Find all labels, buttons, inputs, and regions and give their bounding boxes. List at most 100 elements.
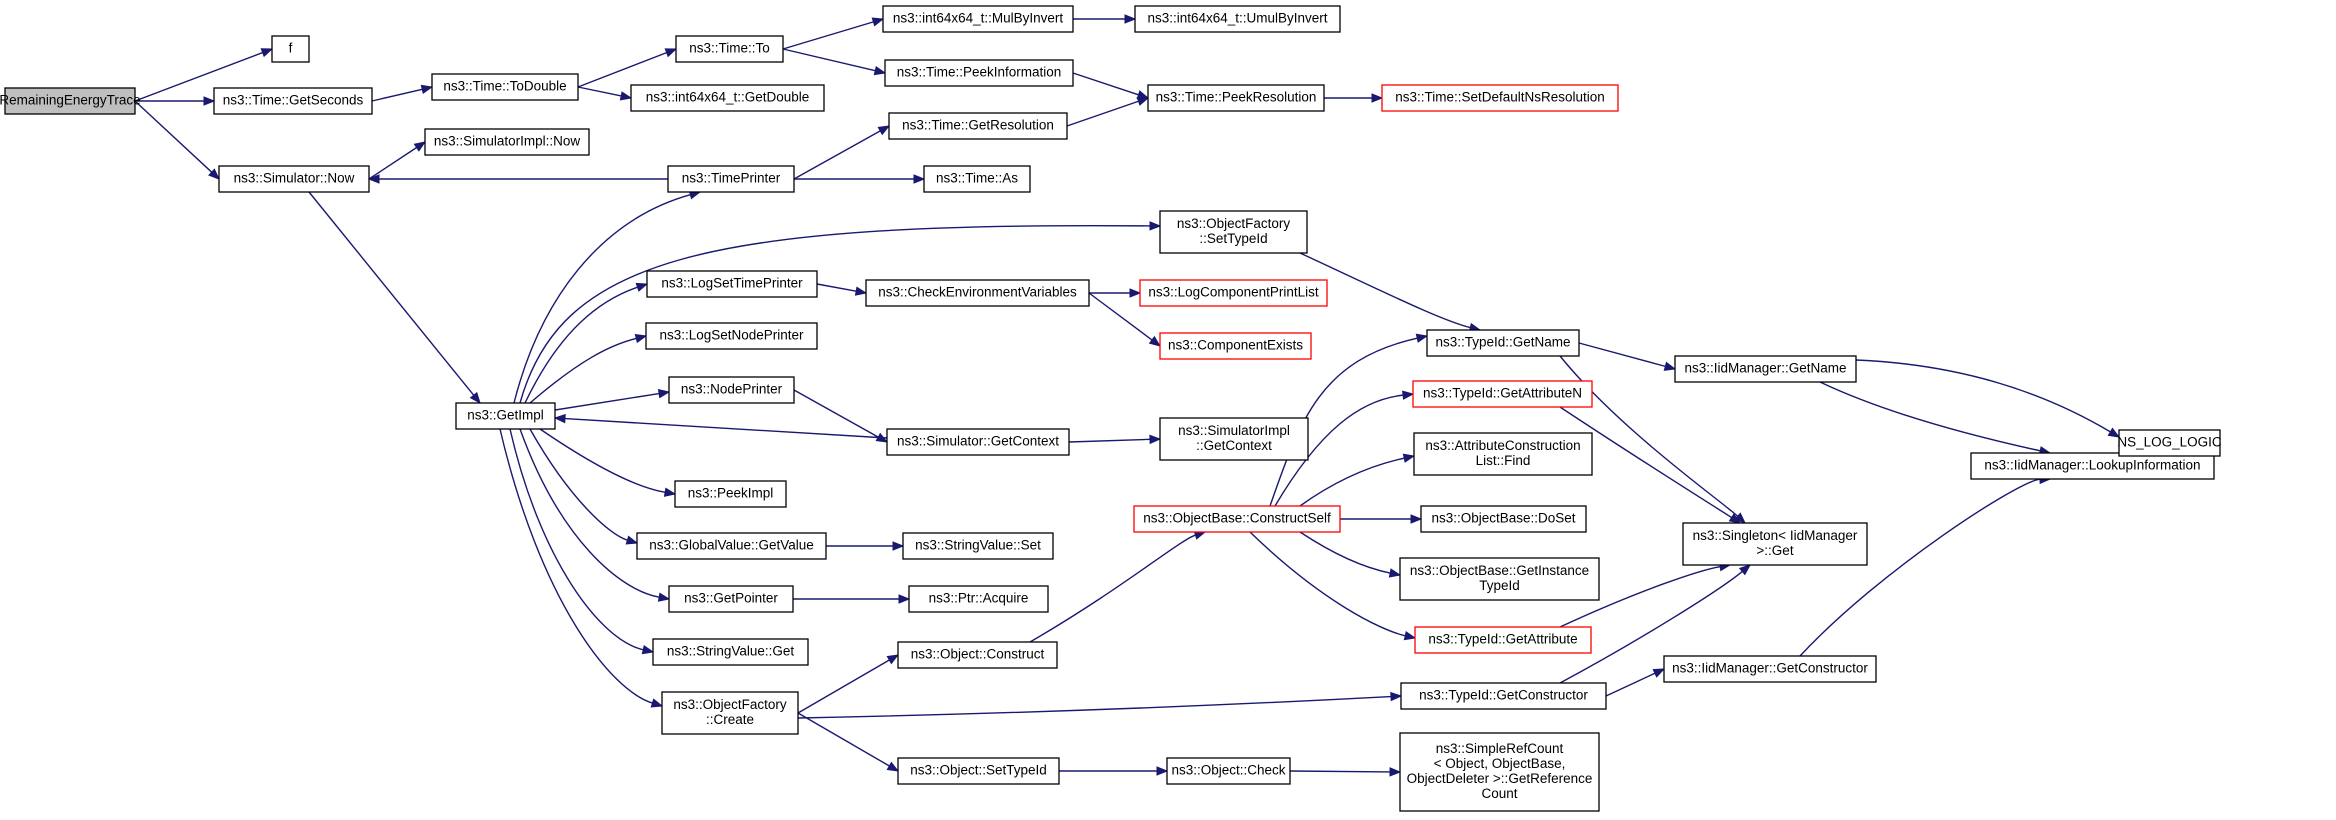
- node-box: [1381, 84, 1619, 112]
- node-box: [1166, 757, 1291, 785]
- node-box: [1399, 732, 1600, 812]
- node-box: [661, 691, 799, 735]
- node-box: [652, 638, 809, 666]
- node-n2[interactable]: ns3::Time::GetSeconds: [213, 87, 373, 115]
- node-n14[interactable]: ns3::TimePrinter: [667, 165, 795, 193]
- node-n7[interactable]: ns3::int64x64_t::MulByInvert: [882, 5, 1074, 33]
- arrowhead-icon: [619, 91, 633, 101]
- edge-n24-n25: [1068, 434, 1162, 445]
- node-n18[interactable]: ns3::LogSetTimePrinter: [646, 270, 818, 298]
- node-n39[interactable]: ns3::TypeId::GetAttributeN: [1412, 380, 1593, 408]
- node-n16[interactable]: ns3::Time::As: [923, 165, 1031, 193]
- node-n13[interactable]: ns3::GetImpl: [455, 402, 556, 430]
- node-box: [1400, 682, 1607, 710]
- edge-line: [529, 337, 637, 404]
- edge-n13-n32: [499, 428, 664, 708]
- node-n9[interactable]: ns3::int64x64_t::UmulByInvert: [1134, 5, 1341, 33]
- node-n12[interactable]: ns3::SimulatorImpl::Now: [424, 128, 590, 156]
- node-n37[interactable]: ns3::ObjectBase::ConstructSelf: [1133, 505, 1341, 533]
- edge-line: [1559, 565, 1721, 628]
- node-box: [1159, 332, 1312, 360]
- node-label: ns3::CheckEnvironmentVariables: [878, 285, 1077, 300]
- node-n11[interactable]: ns3::Time::SetDefaultNsResolution: [1381, 84, 1619, 112]
- node-label: ns3::StringValue::Get: [667, 644, 795, 659]
- edge-n34-n35: [1059, 766, 1169, 776]
- arrowhead-icon: [657, 592, 671, 602]
- node-n47[interactable]: ns3::IidManager::GetConstructor: [1663, 655, 1877, 683]
- node-n23[interactable]: ns3::NodePrinter: [668, 376, 795, 404]
- node-n22[interactable]: ns3::LogSetNodePrinter: [645, 322, 818, 350]
- edge-n13-n26: [539, 428, 677, 497]
- node-label: Count: [1481, 786, 1517, 801]
- node-label: ns3::ObjectBase::DoSet: [1431, 511, 1575, 526]
- edge-n5-n8: [782, 48, 887, 76]
- arrowhead-icon: [1388, 568, 1402, 578]
- arrowhead-icon: [1415, 333, 1429, 343]
- node-n19[interactable]: ns3::CheckEnvironmentVariables: [865, 279, 1090, 307]
- node-n24[interactable]: ns3::Simulator::GetContext: [886, 428, 1070, 456]
- node-n45[interactable]: ns3::IidManager::GetName: [1674, 355, 1857, 383]
- node-n8[interactable]: ns3::Time::PeekInformation: [884, 59, 1074, 87]
- node-label: ns3::ObjectFactory: [673, 697, 787, 712]
- edge-n35-n36: [1289, 767, 1402, 777]
- edge-n13-n27: [529, 428, 639, 545]
- edge-n33-n37: [1029, 530, 1207, 643]
- node-box: [897, 641, 1058, 669]
- node-label: ns3::SimulatorImpl: [1178, 423, 1290, 438]
- node-n4[interactable]: ns3::Time::ToDouble: [431, 73, 579, 101]
- arrowhead-icon: [1738, 564, 1752, 576]
- node-box: [1159, 210, 1308, 254]
- node-label: ns3::Time::GetSeconds: [223, 93, 364, 108]
- node-label: ns3::LogSetTimePrinter: [661, 276, 803, 291]
- edge-line: [1559, 406, 1733, 519]
- arrowhead-icon: [650, 698, 664, 708]
- node-n3[interactable]: ns3::Simulator::Now: [218, 165, 370, 193]
- node-n28[interactable]: ns3::StringValue::Set: [902, 532, 1054, 560]
- node-n25[interactable]: ns3::SimulatorImpl::GetContext: [1159, 417, 1309, 461]
- node-n26[interactable]: ns3::PeekImpl: [674, 480, 787, 508]
- node-label: ns3::ObjectFactory: [1177, 216, 1291, 231]
- edge-line: [1072, 72, 1139, 96]
- node-n21[interactable]: ns3::ComponentExists: [1159, 332, 1312, 360]
- node-n10[interactable]: ns3::Time::PeekResolution: [1147, 84, 1325, 112]
- node-n30[interactable]: ns3::Ptr::Acquire: [908, 585, 1049, 613]
- edge-n3-n12: [368, 141, 427, 180]
- node-label: ns3::Simulator::Now: [234, 171, 355, 186]
- node-label: ns3::StringValue::Set: [915, 538, 1041, 553]
- node-box: [923, 165, 1031, 193]
- node-n15[interactable]: ns3::Time::GetResolution: [888, 112, 1068, 140]
- node-n48[interactable]: ns3::IidManager::LookupInformation: [1970, 452, 2215, 480]
- node-n0[interactable]: RemainingEnergyTrace: [0, 87, 141, 115]
- node-n44[interactable]: ns3::TypeId::GetConstructor: [1400, 682, 1607, 710]
- node-n41[interactable]: ns3::ObjectBase::DoSet: [1420, 505, 1587, 533]
- node-n46[interactable]: ns3::Singleton< IidManager>::Get: [1682, 522, 1868, 566]
- node-n49[interactable]: NS_LOG_LOGIC: [2117, 429, 2222, 457]
- node-n20[interactable]: ns3::LogComponentPrintList: [1139, 279, 1328, 307]
- edge-n2-n4: [371, 84, 434, 102]
- edge-n37-n43: [1249, 531, 1417, 641]
- node-n27[interactable]: ns3::GlobalValue::GetValue: [636, 532, 827, 560]
- node-label: ns3::NodePrinter: [681, 382, 783, 397]
- node-n35[interactable]: ns3::Object::Check: [1166, 757, 1291, 785]
- node-n31[interactable]: ns3::StringValue::Get: [652, 638, 809, 666]
- node-n29[interactable]: ns3::GetPointer: [668, 585, 794, 613]
- node-n1[interactable]: f: [271, 35, 310, 63]
- edge-line: [577, 86, 622, 97]
- node-n5[interactable]: ns3::Time::To: [675, 35, 784, 63]
- node-n32[interactable]: ns3::ObjectFactory::Create: [661, 691, 799, 735]
- node-n6[interactable]: ns3::int64x64_t::GetDouble: [630, 84, 825, 112]
- node-label: ns3::int64x64_t::UmulByInvert: [1147, 11, 1327, 26]
- node-n34[interactable]: ns3::Object::SetTypeId: [897, 757, 1060, 785]
- arrowhead-icon: [1390, 691, 1403, 702]
- node-n38[interactable]: ns3::TypeId::GetName: [1426, 329, 1580, 357]
- node-n43[interactable]: ns3::TypeId::GetAttribute: [1414, 626, 1592, 654]
- node-n36[interactable]: ns3::SimpleRefCount< Object, ObjectBase,…: [1399, 732, 1600, 812]
- node-label: ::GetContext: [1196, 438, 1272, 453]
- node-label: ns3::TypeId::GetAttributeN: [1423, 386, 1582, 401]
- node-n33[interactable]: ns3::Object::Construct: [897, 641, 1058, 669]
- node-label: ns3::TimePrinter: [682, 171, 781, 186]
- edge-n7-n9: [1073, 14, 1137, 24]
- node-n17[interactable]: ns3::ObjectFactory::SetTypeId: [1159, 210, 1308, 254]
